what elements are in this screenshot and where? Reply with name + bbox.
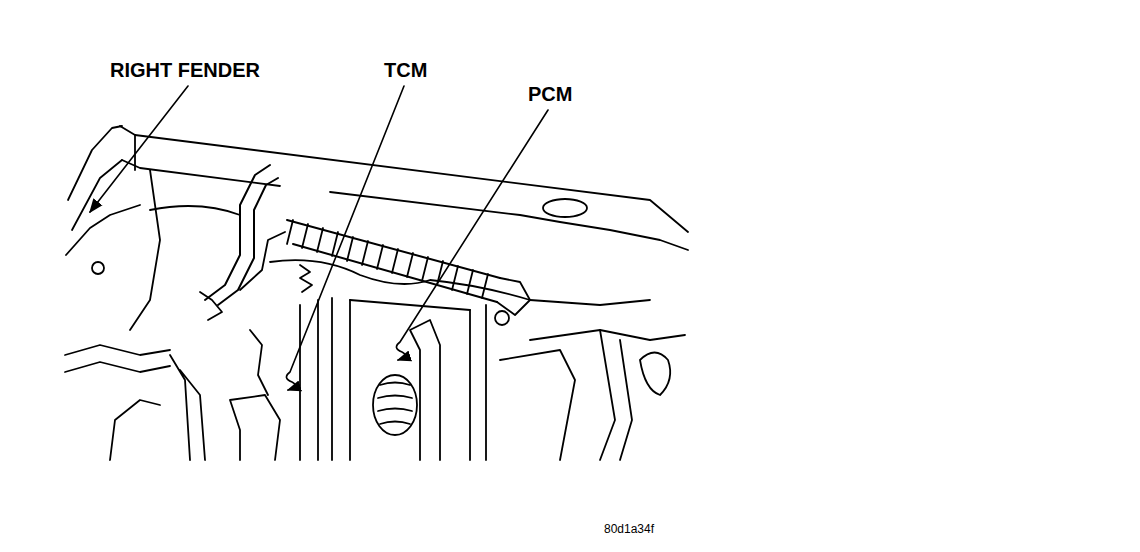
bolt: [92, 262, 104, 274]
cowl-top: [120, 126, 688, 232]
figure-number-holder: 80d1a34f: [604, 519, 654, 537]
connector-ribs: [378, 383, 412, 425]
harness-clip: [497, 278, 530, 315]
leader-line: [90, 86, 188, 212]
part-label: TCM: [384, 60, 427, 80]
part-label: RIGHT FENDER: [110, 60, 260, 80]
leader-line: [396, 110, 548, 360]
harness: [65, 345, 170, 372]
rail: [530, 330, 685, 340]
fender-inner: [66, 205, 140, 255]
component: [500, 350, 575, 460]
harness-drop: [410, 320, 440, 460]
hose: [218, 178, 278, 305]
hose: [205, 165, 270, 300]
conduit-ribs: [287, 220, 488, 298]
hose-clamp: [200, 292, 222, 320]
cowl-ledge: [122, 160, 688, 250]
cowl-hole: [543, 199, 587, 217]
part-label-holder: RIGHT FENDER: [110, 60, 260, 81]
part-label-holder: PCM: [528, 84, 572, 105]
connector: [373, 375, 417, 435]
part-label-holder: TCM: [384, 60, 427, 81]
component: [110, 400, 160, 460]
fender-flange: [72, 160, 122, 230]
module-top: [350, 300, 470, 310]
fitting: [640, 353, 670, 396]
strut: [600, 330, 632, 460]
module-panel: [470, 305, 486, 460]
bracket: [230, 395, 280, 460]
harness-conduit: [287, 220, 500, 302]
module-panel: [300, 298, 350, 460]
duct-ribs: [300, 265, 312, 292]
bolt: [495, 311, 509, 325]
leader-line: [286, 86, 404, 390]
figure-number: 80d1a34f: [604, 523, 654, 535]
part-label: PCM: [528, 84, 572, 104]
air-duct: [150, 206, 650, 305]
wire: [250, 330, 268, 395]
strut-tower: [130, 135, 160, 330]
harness: [170, 355, 205, 460]
